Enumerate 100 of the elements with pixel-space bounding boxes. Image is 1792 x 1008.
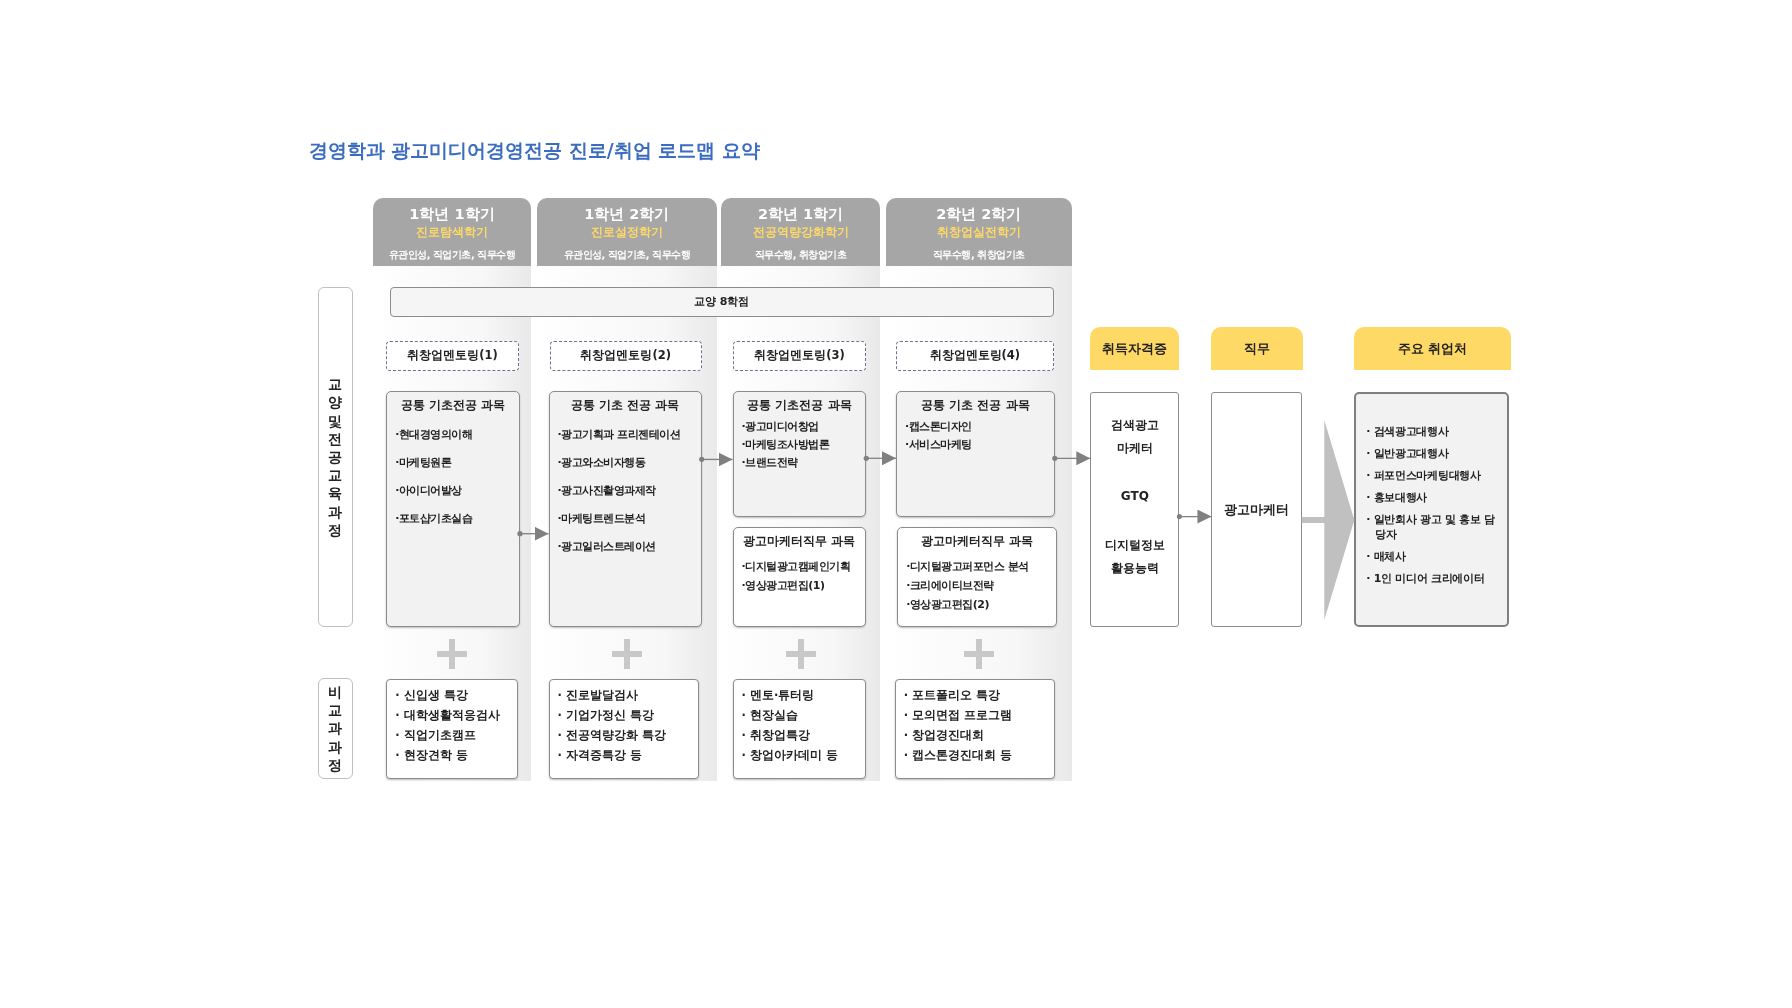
program-box	[894, 678, 1055, 780]
program-item: · 현장실습	[741, 707, 799, 723]
semester-title: 1학년 1학기	[408, 204, 496, 224]
semester-focus: 직무수행, 취창업기초	[753, 247, 848, 262]
semester-focus: 유관인성, 직업기초, 직무수행	[562, 247, 692, 262]
semester-title: 2학년 2학기	[935, 204, 1023, 224]
course-item: ·디지털광고퍼포먼스 분석	[906, 558, 1030, 574]
semester-theme: 진로탐색학기	[415, 224, 489, 240]
mentoring-box	[896, 340, 1054, 372]
course-item: ·광고와소비자행동	[557, 454, 647, 470]
employer-item: · 일반광고대행사	[1366, 446, 1450, 461]
section-label: 비교과 과정	[327, 683, 344, 774]
heading-tab	[1354, 326, 1511, 371]
course-item: ·마케팅원론	[395, 454, 453, 470]
certificate-name: 디지털정보 활용능력	[1103, 537, 1166, 577]
course-item: ·포토샵기초실습	[395, 510, 474, 526]
employer-box	[1354, 392, 1509, 628]
course-box	[897, 526, 1058, 628]
employer-item: · 검색광고대행사	[1366, 424, 1450, 439]
semester-title: 2학년 1학기	[756, 204, 845, 224]
mentoring-box	[386, 340, 519, 372]
chevron-arrow	[1301, 420, 1355, 620]
course-heading: 공통 기초 전공 과목	[920, 396, 1031, 414]
program-box	[548, 678, 700, 780]
course-box	[732, 526, 867, 628]
course-item: ·광고기획과 프리젠테이션	[557, 426, 682, 442]
section-label-box	[317, 286, 354, 628]
mentoring-box	[732, 340, 867, 372]
course-heading: 광고마케터직무 과목	[920, 532, 1035, 550]
mentoring-label: 취창업멘토링(4)	[929, 348, 1021, 364]
program-item: · 자격증특강 등	[557, 747, 643, 763]
credit-bar	[389, 286, 1054, 317]
course-box	[896, 390, 1055, 517]
program-item: · 대학생활적응검사	[395, 707, 501, 723]
diagram-title: 경영학과 광고미디어경영전공 진로/취업 로드맵 요약	[308, 138, 760, 164]
course-item: ·현대경영의이해	[395, 426, 474, 442]
course-item: ·영상광고편집(1)	[741, 577, 826, 593]
course-item: ·광고미디어창업	[741, 418, 820, 434]
heading-tab	[1211, 326, 1303, 371]
course-item: ·광고일러스트레이션	[557, 538, 657, 554]
course-heading: 광고마케터직무 과목	[742, 532, 857, 550]
course-box	[732, 390, 867, 517]
program-item: · 현장견학 등	[395, 747, 469, 763]
course-item: ·크리에이티브전략	[906, 577, 995, 593]
certificate-name: GTQ	[1119, 488, 1150, 506]
certificate-box	[1090, 392, 1180, 628]
course-heading: 공통 기초전공 과목	[399, 396, 507, 414]
course-item: ·마케팅조사방법론	[741, 436, 831, 452]
arrow	[699, 452, 734, 467]
column-heading: 취득자격증	[1102, 339, 1168, 358]
course-item: ·서비스마케팅	[905, 436, 973, 452]
semester-column	[721, 197, 880, 781]
program-item: · 창업아카데미 등	[741, 747, 839, 763]
course-item: ·아이디어발상	[395, 482, 463, 498]
job-box	[1211, 392, 1302, 628]
course-item: ·디지털광고캠페인기획	[741, 558, 852, 574]
mentoring-box	[549, 340, 702, 372]
program-item: · 창업경진대회	[903, 727, 986, 743]
arrow	[1176, 509, 1213, 524]
employer-item: · 퍼포먼스마케팅대행사	[1366, 468, 1482, 483]
semester-theme: 취창업실전학기	[935, 224, 1022, 240]
course-item: ·광고사진촬영과제작	[557, 482, 657, 498]
section-label-box	[317, 677, 354, 780]
program-item: · 전공역량강화 특강	[557, 727, 667, 743]
employer-item: · 홍보대행사	[1366, 490, 1429, 505]
course-box	[386, 390, 520, 628]
employer-item: · 매체사	[1366, 549, 1407, 564]
course-heading: 공통 기초전공 과목	[746, 396, 853, 414]
semester-column	[537, 197, 717, 781]
semester-focus: 직무수행, 취창업기초	[931, 247, 1026, 262]
semester-column	[885, 197, 1072, 781]
program-item: · 멘토·튜터링	[741, 687, 816, 703]
program-item: · 취창업특강	[741, 727, 811, 743]
arrow	[863, 451, 897, 466]
credit-label: 교양 8학점	[693, 294, 750, 310]
program-item: · 신입생 특강	[395, 687, 469, 703]
arrow	[517, 526, 550, 541]
course-item: ·브랜드전략	[741, 454, 799, 470]
course-item: ·캡스톤디자인	[905, 418, 973, 434]
mentoring-label: 취창업멘토링(2)	[580, 348, 671, 364]
program-box	[732, 678, 867, 780]
program-item: · 모의면접 프로그램	[903, 707, 1014, 723]
semester-theme: 전공역량강화학기	[751, 224, 850, 240]
course-item: ·마케팅트렌드분석	[557, 510, 647, 526]
employer-item: · 1인 미디어 크리에이터	[1366, 571, 1486, 586]
semester-title: 1학년 2학기	[583, 204, 671, 224]
semester-column	[372, 197, 532, 781]
mentoring-label: 취창업멘토링(1)	[407, 348, 498, 364]
column-heading: 직무	[1244, 339, 1271, 358]
course-item: ·영상광고편집(2)	[906, 596, 990, 612]
program-item: · 캡스톤경진대회 등	[903, 747, 1014, 763]
program-box	[386, 678, 518, 780]
semester-focus: 유관인성, 직업기초, 직무수행	[387, 247, 517, 262]
arrow	[1052, 451, 1091, 466]
employer-item: · 일반회사 광고 및 홍보 담당자	[1366, 512, 1496, 542]
mentoring-label: 취창업멘토링(3)	[754, 348, 845, 364]
semester-theme: 진로설정학기	[589, 224, 664, 240]
course-heading: 공통 기초 전공 과목	[569, 396, 681, 414]
section-label: 교양 및 전공 교육과정	[327, 375, 344, 539]
heading-tab	[1090, 326, 1180, 371]
